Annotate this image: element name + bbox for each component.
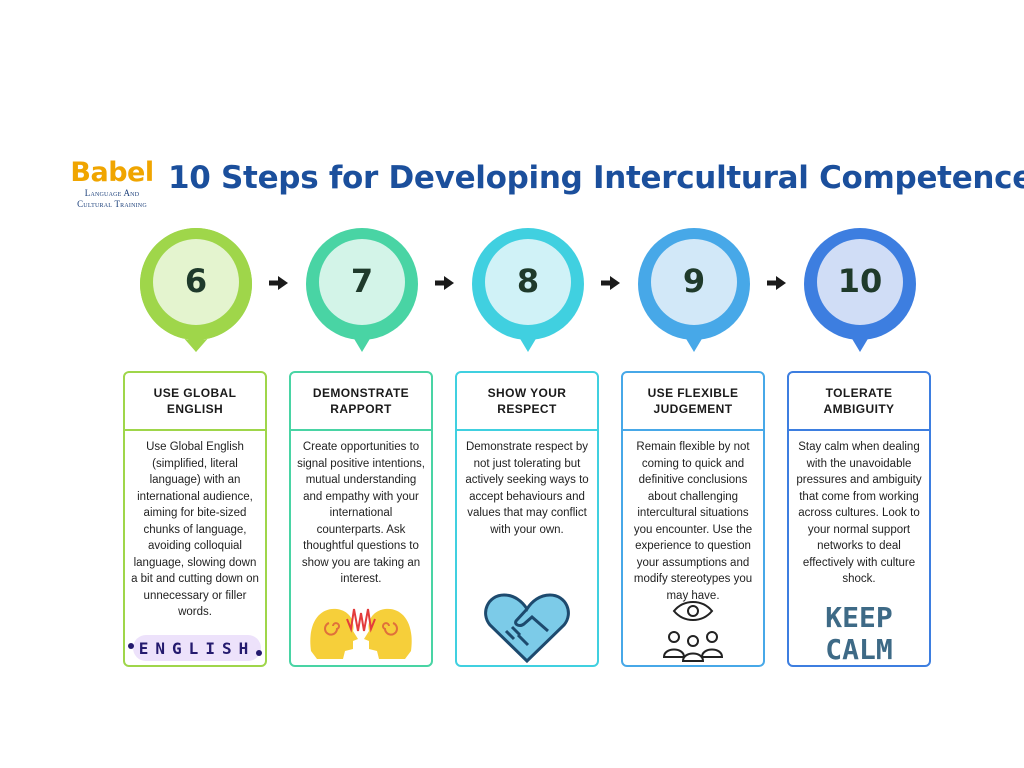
step-10-pin: 10	[804, 228, 916, 352]
card-body: Create opportunities to signal positive …	[297, 441, 425, 585]
arrow-right-icon	[767, 276, 786, 290]
logo-subtitle-line1: Language And	[84, 188, 140, 198]
card-heading: DEMONSTRATE RAPPORT	[291, 373, 431, 431]
english-label: ENGLISH	[139, 639, 255, 658]
pin-shape	[804, 228, 916, 352]
eye-people-icon	[623, 599, 763, 663]
arrow-right-icon	[435, 276, 454, 290]
page-title: 10 Steps for Developing Intercultural Co…	[168, 160, 1024, 196]
step-number: 6	[184, 262, 208, 300]
logo: Babel Language And Cultural Training	[62, 158, 162, 210]
card-heading: USE GLOBAL ENGLISH	[125, 373, 265, 431]
step-8-pin: 8	[472, 228, 584, 352]
card-heading: TOLERATE AMBIGUITY	[789, 373, 929, 431]
card-body: Demonstrate respect by not just tolerati…	[465, 441, 589, 536]
step-10-card: TOLERATE AMBIGUITY Stay calm when dealin…	[787, 371, 931, 667]
card-body: Remain flexible by not coming to quick a…	[633, 441, 753, 602]
card-heading: USE FLEXIBLE JUDGEMENT	[623, 373, 763, 431]
card-body: Use Global English (simplified, literal …	[131, 441, 259, 618]
step-8-card: SHOW YOUR RESPECT Demonstrate respect by…	[455, 371, 599, 667]
pin-shape	[472, 228, 584, 352]
step-number: 9	[682, 262, 706, 300]
card-heading: SHOW YOUR RESPECT	[457, 373, 597, 431]
pin-shape	[638, 228, 750, 352]
step-9-card: USE FLEXIBLE JUDGEMENT Remain flexible b…	[621, 371, 765, 667]
step-number: 10	[837, 262, 883, 300]
two-heads-wave-icon	[291, 601, 431, 663]
step-7-pin: 7	[306, 228, 418, 352]
arrow-right-icon	[601, 276, 620, 290]
step-9-pin: 9	[638, 228, 750, 352]
step-number: 8	[516, 262, 540, 300]
calm-label: CALM	[825, 633, 892, 663]
keep-calm-icon: KEEP CALM	[789, 601, 929, 663]
card-body: Stay calm when dealing with the unavoida…	[796, 441, 922, 585]
step-7-card: DEMONSTRATE RAPPORT Create opportunities…	[289, 371, 433, 667]
english-letters-icon: ENGLISH	[125, 633, 265, 663]
step-6-pin: 6	[140, 228, 252, 352]
arrow-right-icon	[269, 276, 288, 290]
logo-subtitle-line2: Cultural Training	[77, 199, 147, 209]
keep-label: KEEP	[825, 601, 892, 634]
handshake-heart-icon	[457, 591, 597, 663]
pin-shape	[306, 228, 418, 352]
pin-shape	[140, 228, 252, 352]
step-number: 7	[350, 262, 374, 300]
logo-name: Babel	[70, 157, 154, 188]
step-6-card: USE GLOBAL ENGLISH Use Global English (s…	[123, 371, 267, 667]
